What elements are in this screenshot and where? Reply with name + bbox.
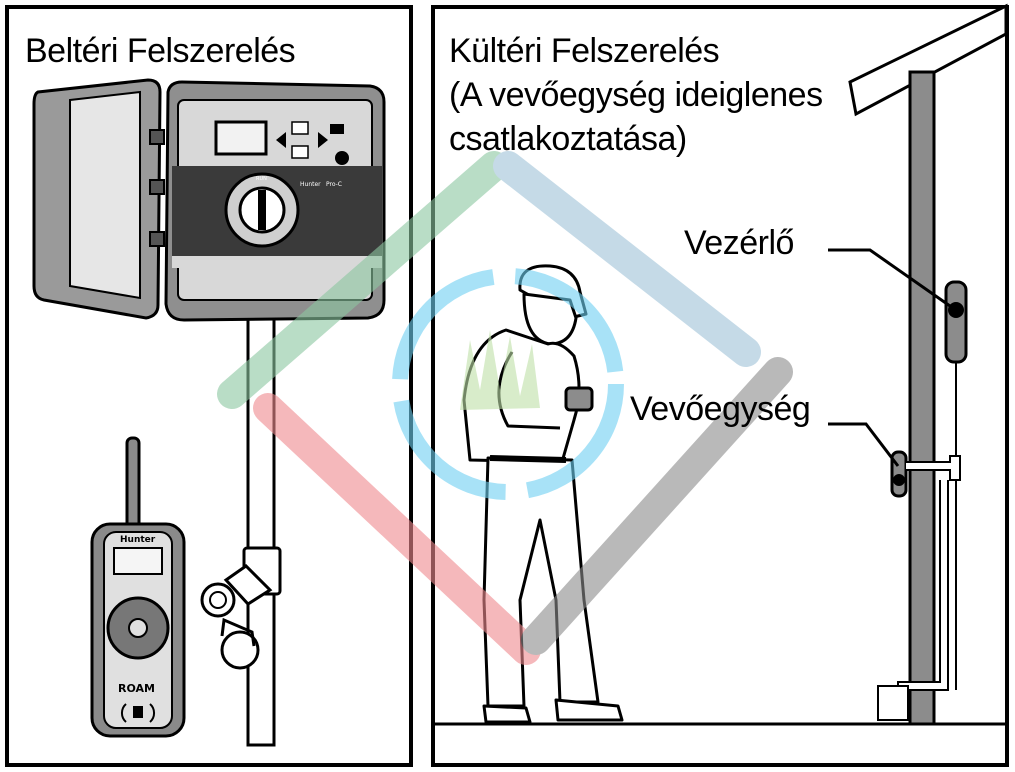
outdoor-title-line-2: (A vevőegység ideiglenes	[449, 76, 823, 114]
controller-brand: Hunter	[300, 181, 321, 188]
label-controller: Vezérlő	[684, 224, 794, 262]
watermark-red-bar	[253, 393, 541, 665]
label-receiver: Vevőegység	[630, 390, 811, 428]
outdoor-controller	[944, 280, 968, 690]
watermark-blue-bar	[493, 151, 761, 367]
watermark-green-bar	[217, 151, 509, 409]
remote-brand: Hunter	[120, 535, 156, 545]
controller-unit: Hunter Pro-C RUN	[164, 80, 386, 322]
controller-model: Pro-C	[326, 181, 342, 188]
watermark-logo	[217, 151, 793, 665]
controller-open-door	[32, 78, 165, 320]
callout-leader-receiver	[828, 422, 900, 467]
callout-leader-controller	[828, 248, 951, 308]
watermark-gray-bar	[521, 357, 793, 655]
watermark-grass	[460, 330, 540, 410]
indoor-installation-title: Beltéri Felszerelés	[25, 32, 296, 70]
watermark-ring	[392, 268, 624, 500]
irrigation-pipe	[877, 480, 949, 721]
wall-post	[432, 70, 1006, 726]
remote-model: ROAM	[118, 682, 155, 695]
roof-eave	[848, 3, 1008, 117]
outdoor-title-line-3: csatlakoztatása)	[449, 120, 687, 158]
controller-dial-label: RUN	[256, 176, 267, 182]
outdoor-title-line-1: Kültéri Felszerelés	[449, 32, 720, 70]
hose-connector	[200, 564, 273, 670]
roam-remote: Hunter ROAM	[90, 436, 186, 738]
